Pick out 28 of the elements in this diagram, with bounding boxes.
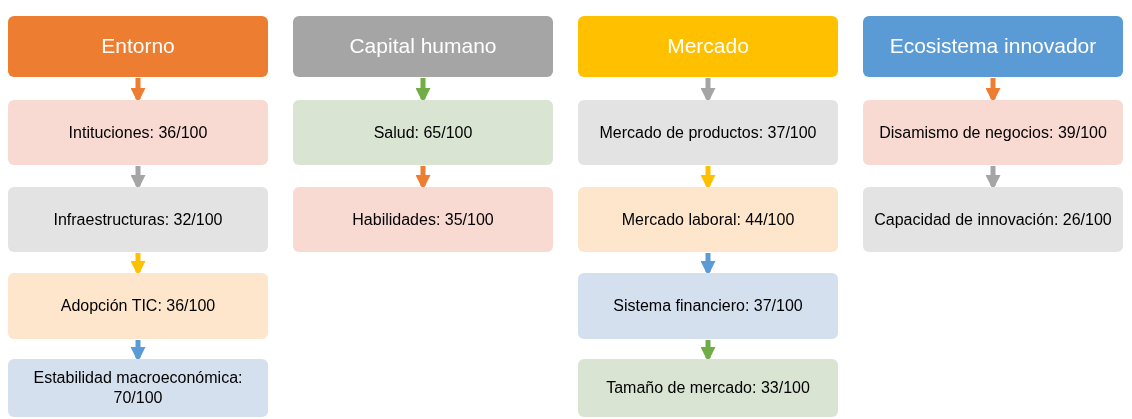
- arrow: [130, 340, 146, 362]
- category-header: Ecosistema innovador: [863, 16, 1123, 77]
- arrow: [130, 166, 146, 190]
- indicator-box: Mercado laboral: 44/100: [578, 187, 838, 252]
- arrow: [415, 78, 431, 103]
- indicator-box: Disamismo de negocios: 39/100: [863, 100, 1123, 165]
- category-header: Capital humano: [293, 16, 553, 77]
- indicator-box: Estabilidad macroeconómica: 70/100: [8, 359, 268, 417]
- category-header: Mercado: [578, 16, 838, 77]
- indicator-box: Infraestructuras: 32/100: [8, 187, 268, 252]
- arrow: [985, 78, 1001, 103]
- arrow: [700, 166, 716, 190]
- arrow: [700, 253, 716, 276]
- category-header: Entorno: [8, 16, 268, 77]
- arrow: [985, 166, 1001, 190]
- indicator-box: Adopción TIC: 36/100: [8, 273, 268, 339]
- indicator-box: Salud: 65/100: [293, 100, 553, 165]
- arrow: [130, 78, 146, 103]
- arrow: [700, 78, 716, 103]
- indicator-box: Sistema financiero: 37/100: [578, 273, 838, 339]
- indicator-box: Intituciones: 36/100: [8, 100, 268, 165]
- indicator-box: Habilidades: 35/100: [293, 187, 553, 252]
- arrow: [415, 166, 431, 190]
- indicator-box: Tamaño de mercado: 33/100: [578, 359, 838, 417]
- arrow: [700, 340, 716, 362]
- indicator-box: Capacidad de innovación: 26/100: [863, 187, 1123, 252]
- indicator-box: Mercado de productos: 37/100: [578, 100, 838, 165]
- arrow: [130, 253, 146, 276]
